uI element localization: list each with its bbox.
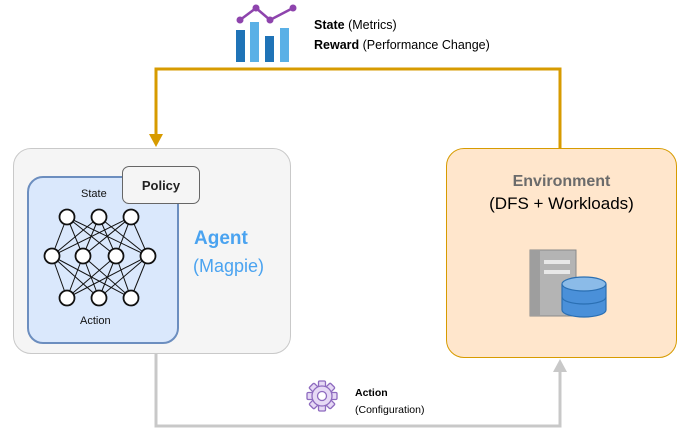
nn-edges (51, 216, 149, 299)
feedback-state-label: State (314, 18, 345, 32)
feedback-reward-detail: (Performance Change) (362, 38, 490, 52)
nn-node (122, 289, 140, 307)
feedback-arrow (149, 67, 562, 148)
action-detail: (Configuration) (355, 404, 425, 416)
nn-node (58, 289, 76, 307)
feedback-state-detail: (Metrics) (348, 18, 397, 32)
environment-title: Environment (512, 173, 611, 190)
action-label: Action (355, 387, 388, 399)
environment-subtitle: (DFS + Workloads) (489, 194, 634, 213)
agent-title: Agent (194, 228, 248, 249)
feedback-state-text: State (Metrics) (314, 18, 397, 32)
feedback-reward-label: Reward (314, 38, 360, 52)
policy-box: Policy (122, 166, 200, 204)
nn-node (58, 208, 76, 226)
nn-node (90, 289, 108, 307)
metrics-chart-icon (236, 4, 297, 62)
nn-state-label: State (81, 188, 107, 200)
nn-node (107, 247, 125, 265)
gear-icon (306, 380, 338, 412)
policy-label: Policy (141, 177, 181, 193)
nn-node (43, 247, 61, 265)
action-arrow (154, 354, 567, 428)
nn-node (122, 208, 140, 226)
nn-node (90, 208, 108, 226)
nn-node (74, 247, 92, 265)
nn-node (139, 247, 157, 265)
feedback-reward-text: Reward (Performance Change) (314, 38, 490, 52)
nn-action-label: Action (80, 315, 111, 327)
agent-subtitle: (Magpie) (193, 256, 265, 276)
